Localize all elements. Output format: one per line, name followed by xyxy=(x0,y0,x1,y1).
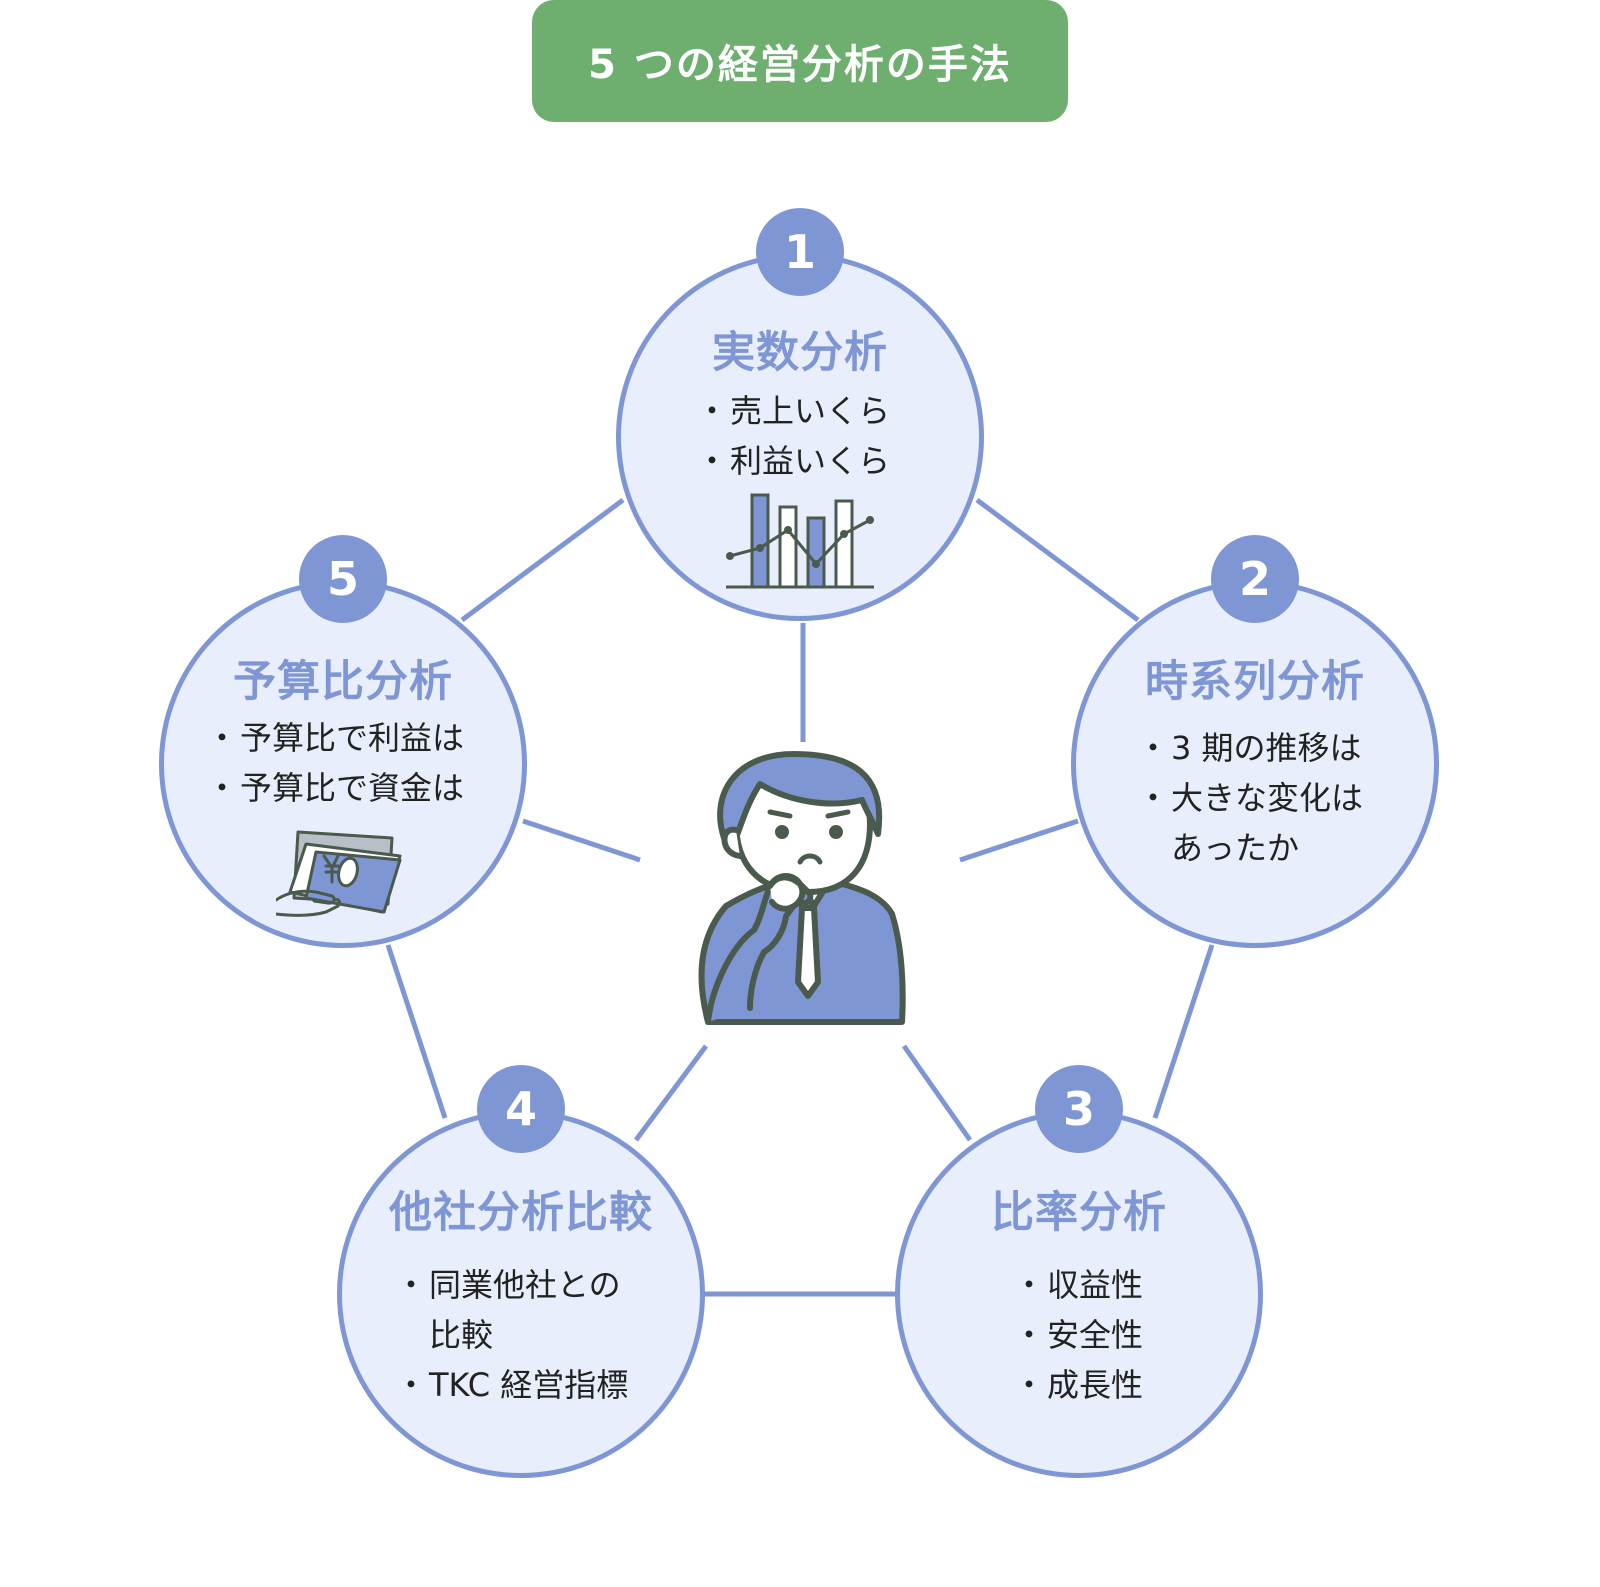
node-2-title: 時系列分析 xyxy=(1071,647,1439,709)
node-4-title: 他社分析比較 xyxy=(337,1178,705,1240)
spoke-3 xyxy=(904,1046,970,1140)
node-4-item-2: TKC 経営指標 xyxy=(395,1360,628,1410)
node-1-items: 売上いくら 利益いくら xyxy=(696,386,890,486)
spoke-4 xyxy=(636,1046,706,1140)
node-2-item-1: 3 期の推移は xyxy=(1137,723,1363,773)
edge-1-5 xyxy=(462,500,623,620)
node-5-number-badge: 5 xyxy=(299,535,387,623)
node-3-title: 比率分析 xyxy=(895,1178,1263,1240)
edge-2-3 xyxy=(1155,945,1212,1118)
yen-money-hand-icon xyxy=(276,826,410,918)
diagram-title: 5 つの経営分析の手法 xyxy=(532,0,1068,122)
node-3-item-3: 成長性 xyxy=(1013,1360,1143,1410)
thinking-businessman-icon xyxy=(690,746,916,1036)
bar-line-chart-icon xyxy=(718,488,882,590)
node-2-item-2: 大きな変化は あったか xyxy=(1137,773,1363,873)
node-3-number-badge: 3 xyxy=(1035,1065,1123,1153)
node-3-item-2: 安全性 xyxy=(1013,1310,1143,1360)
node-5-item-2: 予算比で資金は xyxy=(206,763,464,813)
node-4-items: 同業他社との 比較 TKC 経営指標 xyxy=(395,1260,628,1410)
node-3-item-1: 収益性 xyxy=(1013,1260,1143,1310)
node-4-number-badge: 4 xyxy=(477,1065,565,1153)
node-5-items: 予算比で利益は 予算比で資金は xyxy=(206,713,464,813)
node-1-item-1: 売上いくら xyxy=(696,386,890,436)
node-5-item-1: 予算比で利益は xyxy=(206,713,464,763)
node-2-items: 3 期の推移は 大きな変化は あったか xyxy=(1137,723,1363,873)
edge-1-2 xyxy=(977,500,1138,620)
node-1-title: 実数分析 xyxy=(616,318,984,380)
edge-5-4 xyxy=(388,945,445,1118)
node-3-items: 収益性 安全性 成長性 xyxy=(1013,1260,1143,1410)
node-4-item-1: 同業他社との 比較 xyxy=(395,1260,628,1360)
node-1-item-2: 利益いくら xyxy=(696,436,890,486)
node-2-number-badge: 2 xyxy=(1211,535,1299,623)
node-1-number-badge: 1 xyxy=(756,208,844,296)
spoke-2 xyxy=(960,821,1078,860)
spoke-5 xyxy=(523,821,640,860)
node-5-title: 予算比分析 xyxy=(159,647,527,709)
